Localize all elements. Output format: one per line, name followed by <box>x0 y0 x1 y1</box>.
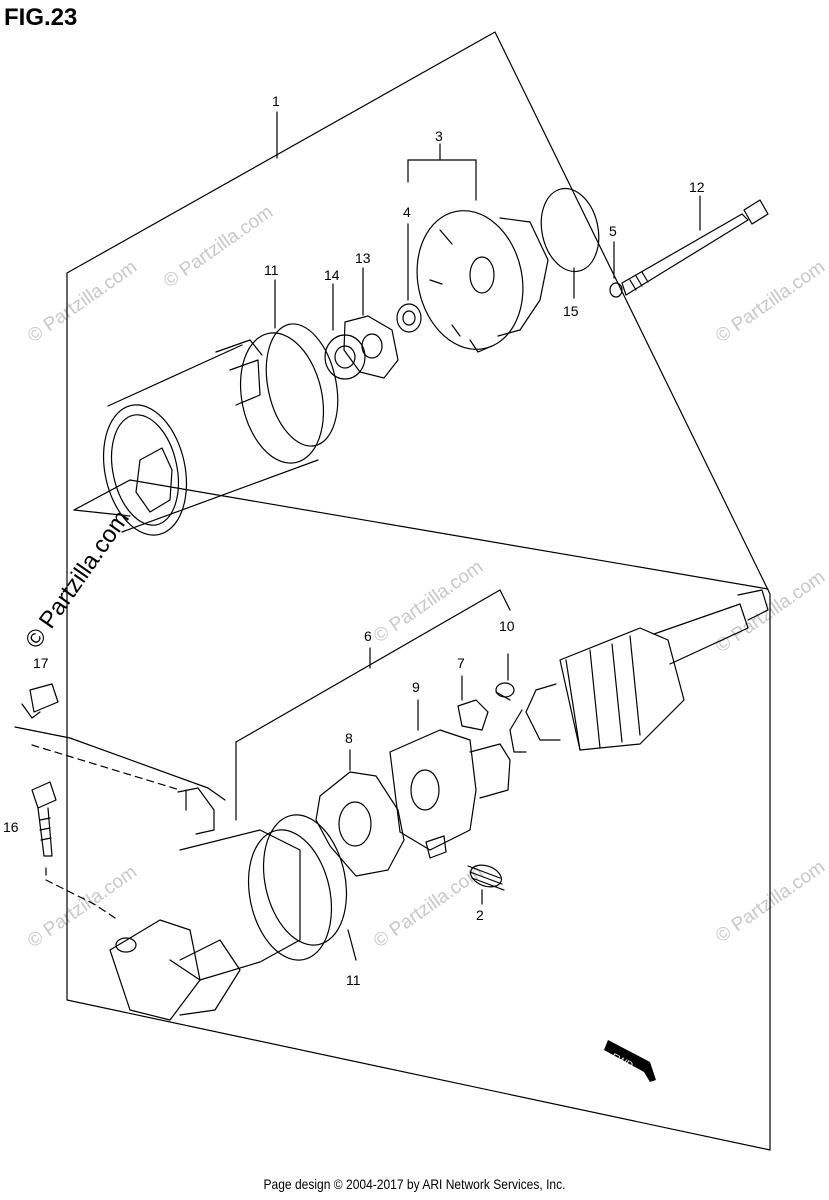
callout-17: 17 <box>33 655 49 671</box>
callout-8: 8 <box>345 730 353 746</box>
callout-4: 4 <box>403 204 411 220</box>
o-ring <box>540 187 600 273</box>
callout-7: 7 <box>457 655 465 671</box>
callout-14: 14 <box>324 267 340 283</box>
cap-plug <box>21 683 59 719</box>
brush <box>457 699 489 731</box>
washer <box>324 334 366 380</box>
washer <box>609 282 623 298</box>
dashed-guide <box>45 867 119 921</box>
callout-5: 5 <box>609 223 617 239</box>
front-bracket <box>109 787 333 1021</box>
screw <box>495 682 515 701</box>
brush-plate <box>315 771 405 877</box>
callout-3: 3 <box>435 128 443 144</box>
assembly-outline <box>66 31 771 1151</box>
fwd-arrow: FWD <box>604 1040 656 1082</box>
callout-2: 2 <box>476 907 484 923</box>
callout-1: 1 <box>272 93 280 109</box>
spring <box>467 864 505 891</box>
o-ring <box>262 814 348 946</box>
bearing <box>396 303 422 333</box>
through-bolt <box>621 199 769 296</box>
end-cover <box>416 210 549 353</box>
callout-10: 10 <box>499 618 515 634</box>
yoke-housing <box>102 332 325 536</box>
callout-9: 9 <box>412 679 420 695</box>
figure-title: FIG.23 <box>4 4 78 31</box>
callout-12: 12 <box>689 179 705 195</box>
o-ring <box>265 323 339 447</box>
dashed-guide <box>31 744 181 791</box>
callout-15: 15 <box>563 303 579 319</box>
guide-line <box>73 479 769 590</box>
callout-11-lower: 11 <box>346 972 361 988</box>
callout-16: 16 <box>3 819 19 835</box>
armature <box>509 589 769 753</box>
callout-13: 13 <box>355 250 371 266</box>
guide-line <box>14 726 226 801</box>
plate <box>343 315 399 379</box>
mounting-bolt <box>31 781 57 857</box>
callout-11-upper: 11 <box>264 262 279 278</box>
callout-6: 6 <box>364 628 372 644</box>
page-footer: Page design © 2004-2017 by ARI Network S… <box>263 1176 566 1192</box>
brush-holder <box>389 729 511 859</box>
